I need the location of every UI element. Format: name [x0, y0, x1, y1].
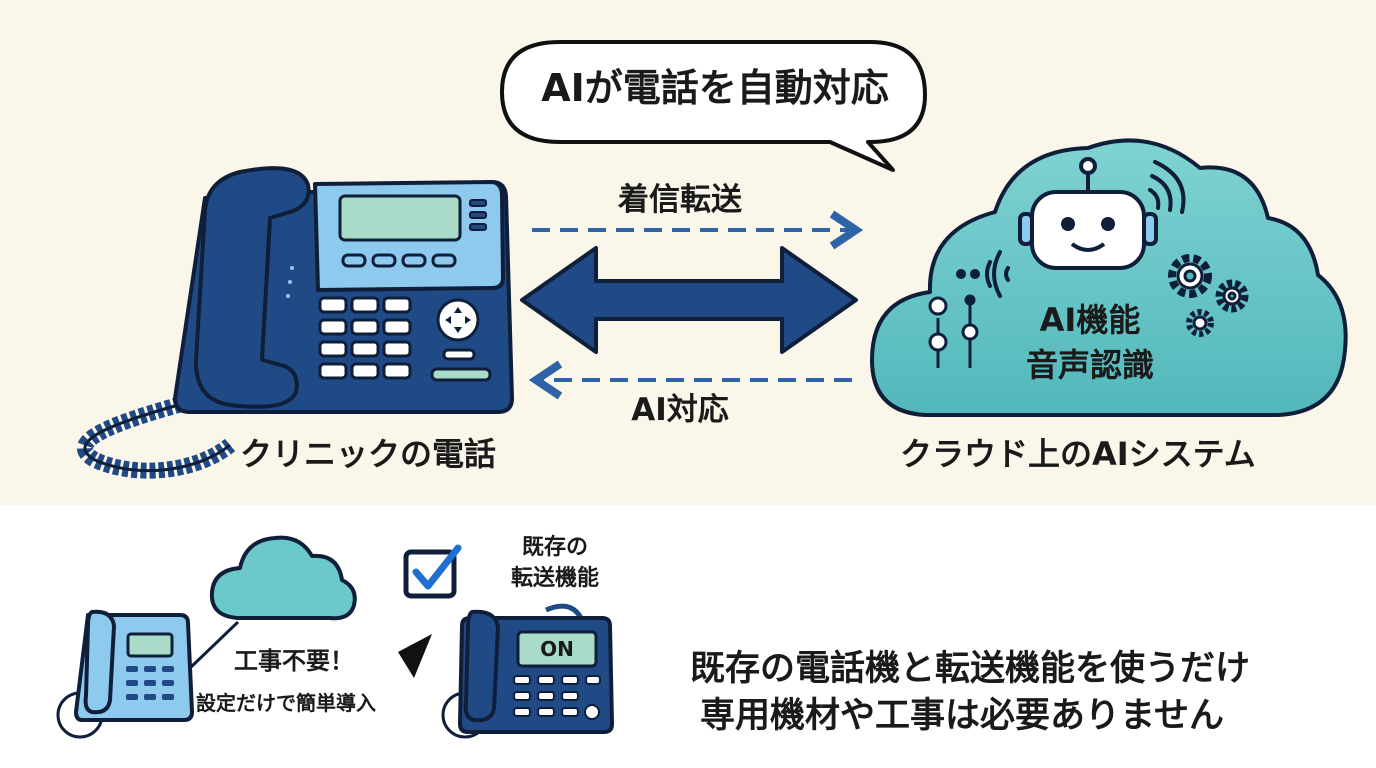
forward-arrow-label: 着信転送 [618, 182, 742, 218]
sound-wave-icon [956, 250, 1010, 298]
existing-label-line2: 転送機能 [510, 566, 599, 591]
existing-phone-icon [441, 609, 614, 739]
phone-screen-on: ON [540, 637, 574, 661]
cloud-label-ai: AI機能 [1039, 301, 1141, 339]
cloud-link-line [188, 620, 240, 670]
bubble-text: AIが電話を自動対応 [541, 66, 889, 110]
double-arrow [520, 246, 858, 354]
speech-bubble [500, 40, 927, 172]
pointer-triangle [398, 634, 432, 678]
robot-icon [1018, 157, 1158, 270]
cloud-icon [870, 138, 1348, 417]
checkbox-icon [403, 544, 462, 599]
signal-icon [1148, 160, 1186, 214]
return-arrow-label: AI対応 [631, 392, 729, 428]
easy-setup-label: 設定だけで簡単導入 [196, 691, 376, 715]
existing-label-line1: 既存の [521, 535, 588, 560]
cloud-label-speech: 音声認識 [1025, 346, 1154, 384]
cloud-caption: クラウド上のAIシステム [900, 435, 1256, 473]
bottom-note-line1: 既存の電話機と転送機能を使うだけ [690, 649, 1251, 689]
clinic-phone-icon [77, 166, 514, 479]
no-work-label: 工事不要！ [234, 647, 354, 675]
gear-icon [1168, 254, 1249, 337]
clinic-phone-caption: クリニックの電話 [240, 435, 497, 473]
bottom-note-line2: 専用機材や工事は必要ありません [700, 696, 1224, 736]
small-phone-icon [56, 609, 194, 739]
circuit-icon [928, 294, 979, 368]
small-cloud-icon [209, 535, 357, 621]
